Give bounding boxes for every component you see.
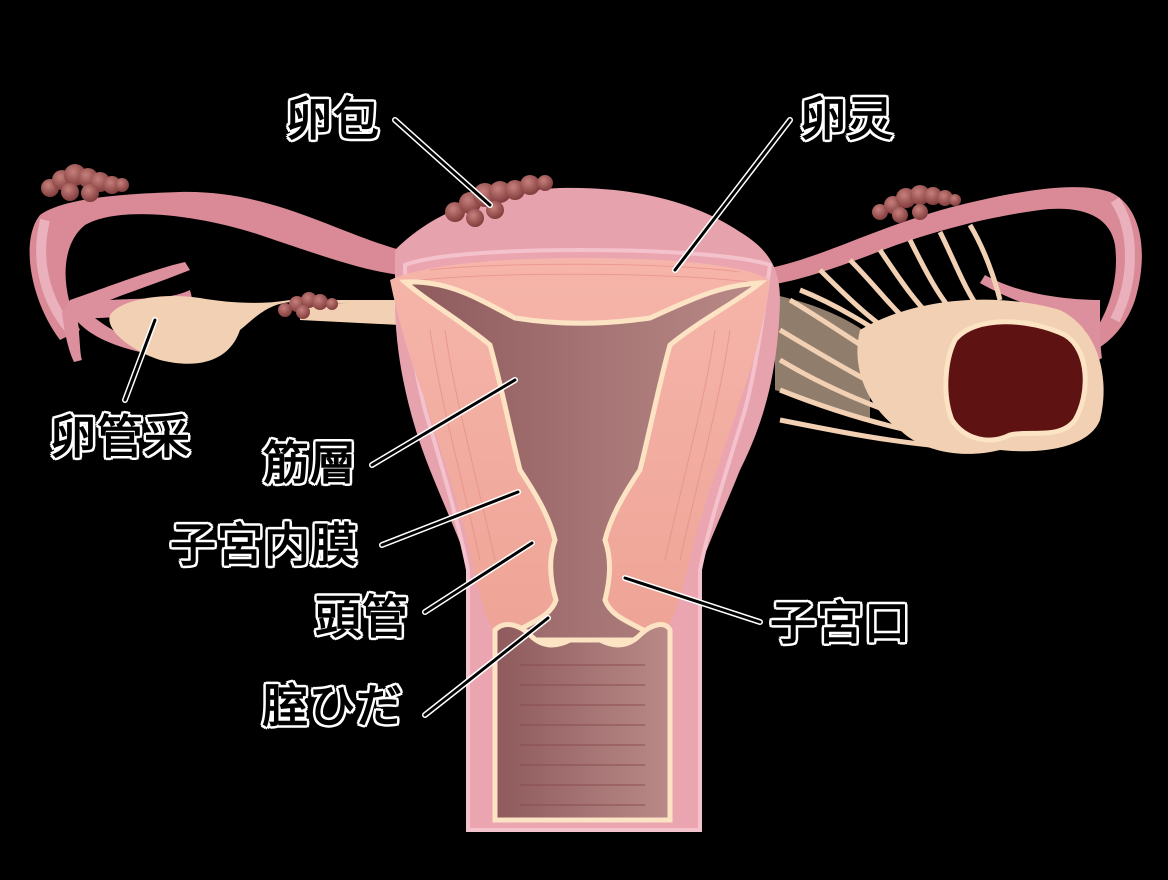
label-cervix-os: 子宮口 xyxy=(770,596,911,650)
label-follicle: 卵包 xyxy=(286,92,380,146)
uterine-cavity xyxy=(398,279,768,643)
label-endometrium: 子宮内膜 xyxy=(170,518,358,572)
label-fimbriae: 卵管采 xyxy=(50,410,191,464)
ovarian-cyst xyxy=(943,319,1088,443)
label-cervical-canal: 頭管 xyxy=(315,590,409,644)
label-ovary: 卵灵 xyxy=(800,92,894,146)
vaginal-canal xyxy=(492,622,673,823)
follicle-clusters xyxy=(41,164,961,319)
right-ovary xyxy=(775,295,1104,454)
label-muscle-layer: 筋層 xyxy=(263,436,357,490)
label-vaginal-rugae: 腟ひだ xyxy=(262,679,403,733)
leader-lines xyxy=(122,117,793,718)
